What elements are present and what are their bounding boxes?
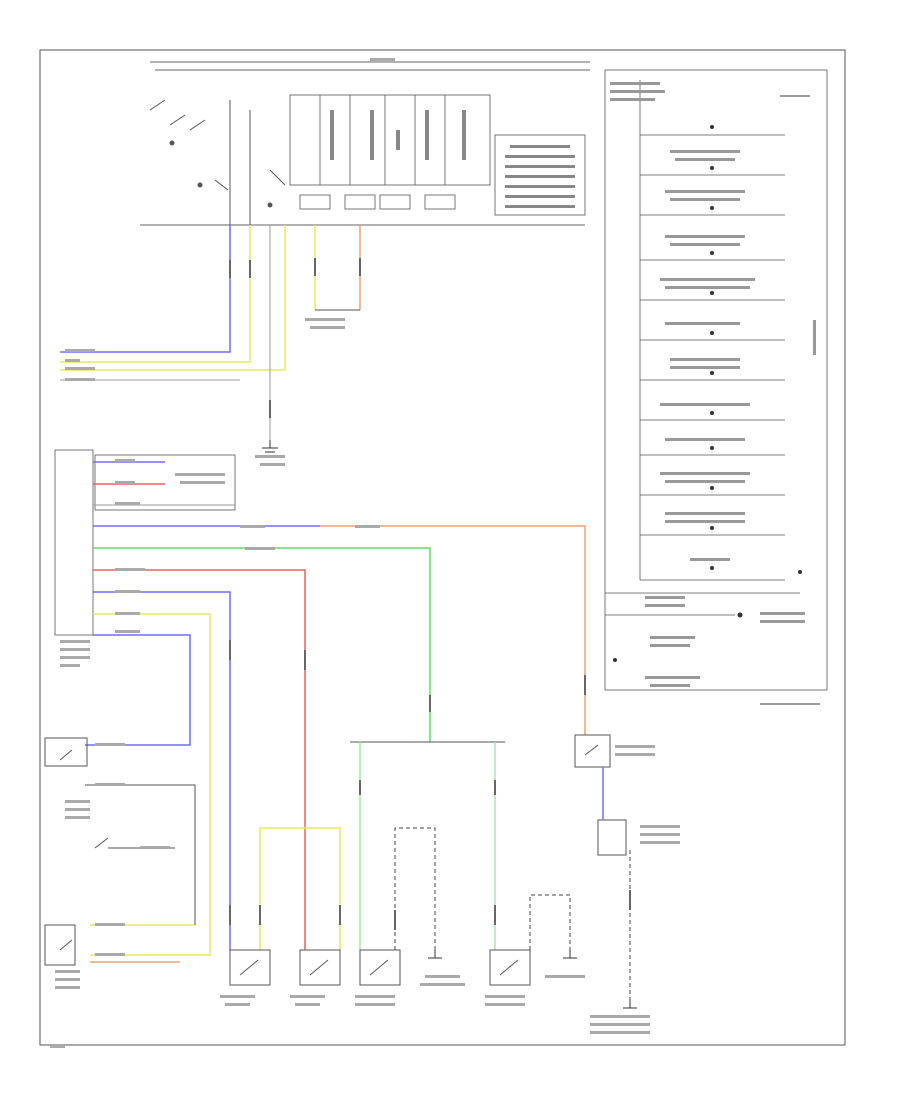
wire-gray-top: [60, 225, 271, 440]
ignition-switch-icon: [149, 99, 286, 225]
wire-orange-mid: [320, 525, 586, 735]
top-power-bus: [140, 61, 590, 226]
wire-yellow-top: [60, 225, 286, 371]
junction-block: [289, 94, 586, 216]
meter-lamp-dots: [613, 125, 802, 662]
left-connector-box: [54, 449, 236, 636]
wire-green-mid: [93, 547, 431, 742]
connector-ticks: [229, 258, 631, 930]
combination-meter-panel: [604, 69, 828, 691]
ground-icon: [262, 440, 278, 453]
wire-light-green-low: [359, 742, 496, 950]
wire-yellow-low: [259, 827, 341, 950]
wire-color-labels: [50, 58, 680, 1048]
wire-blue-mid: [85, 461, 320, 950]
junction-block-labels: [330, 110, 575, 208]
wire-blue-top: [60, 225, 231, 353]
diagram-frame: [39, 49, 846, 1046]
bottom-switches: [229, 949, 531, 986]
ground-icons-bottom: [428, 950, 637, 1009]
wire-red-mid: [93, 483, 306, 950]
left-door-switches: [44, 737, 196, 966]
fuel-sensor: [574, 734, 627, 856]
wire-gray-low: [394, 827, 631, 1000]
meter-indicator-labels: [610, 82, 820, 705]
